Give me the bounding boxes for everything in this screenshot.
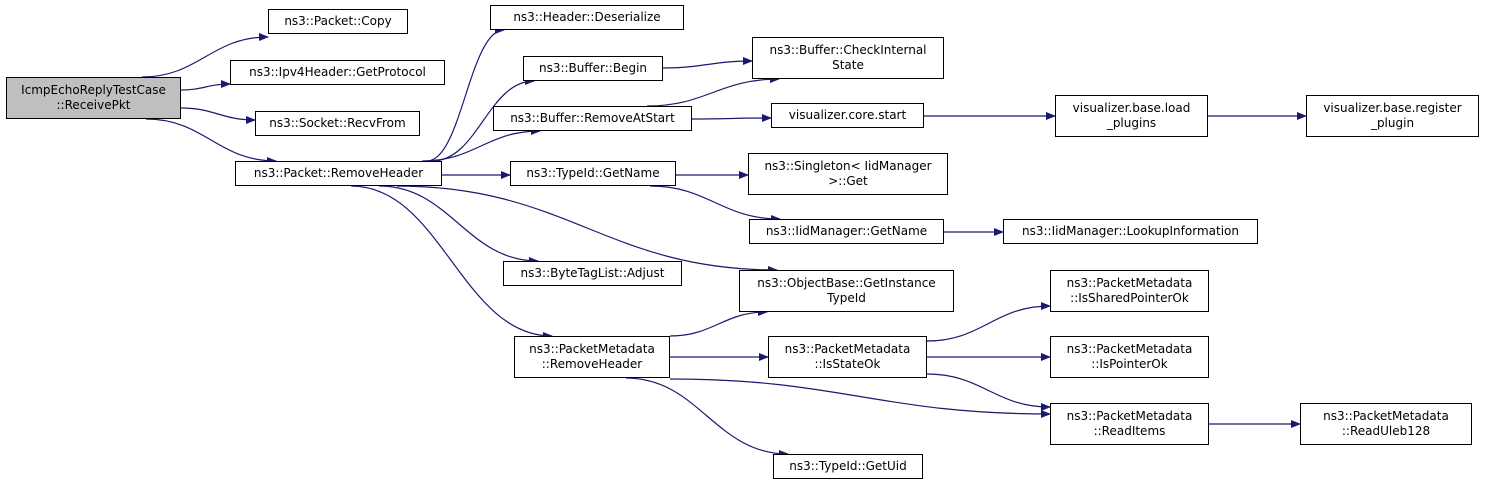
- edge-pmremove-to-getuid: [625, 377, 789, 458]
- node-label: visualizer.base.register _plugin: [1323, 101, 1462, 130]
- node-packetmetadata-readitems[interactable]: ns3::PacketMetadata ::ReadItems: [1050, 403, 1209, 445]
- node-label: ns3::IidManager::LookupInformation: [1022, 224, 1239, 238]
- node-iidmanager-getname[interactable]: ns3::IidManager::GetName: [749, 219, 944, 244]
- node-label: ns3::Ipv4Header::GetProtocol: [249, 65, 426, 79]
- node-packetmetadata-issharedpointerok[interactable]: ns3::PacketMetadata ::IsSharedPointerOk: [1050, 270, 1209, 312]
- node-label: visualizer.base.load _plugins: [1072, 101, 1191, 130]
- node-label: ns3::Singleton< IidManager >::Get: [764, 159, 932, 188]
- edge-root-to-copy: [141, 33, 269, 78]
- node-buffer-removeatstart[interactable]: ns3::Buffer::RemoveAtStart: [493, 106, 692, 131]
- node-label: ns3::Socket::RecvFrom: [269, 116, 406, 130]
- node-iidmanager-lookupinformation[interactable]: ns3::IidManager::LookupInformation: [1003, 219, 1258, 244]
- node-label: ns3::IidManager::GetName: [765, 224, 928, 238]
- node-getprotocol[interactable]: ns3::Ipv4Header::GetProtocol: [230, 60, 445, 85]
- node-bytetaglist-adjust[interactable]: ns3::ByteTagList::Adjust: [503, 261, 682, 286]
- node-packetmetadata-isstateok[interactable]: ns3::PacketMetadata ::IsStateOk: [768, 336, 927, 378]
- edge-root-to-removeheader: [145, 118, 277, 165]
- node-label: ns3::Header::Deserialize: [513, 10, 661, 24]
- node-label: ns3::PacketMetadata ::ReadItems: [1066, 409, 1193, 438]
- node-label: ns3::Packet::RemoveHeader: [253, 166, 424, 180]
- node-visualizer-base-loadplugins[interactable]: visualizer.base.load _plugins: [1055, 95, 1208, 137]
- edge-isstateok-to-readitems: [926, 373, 1051, 411]
- node-label: ns3::Buffer::RemoveAtStart: [510, 111, 675, 125]
- node-label: visualizer.core.start: [788, 108, 907, 122]
- node-singleton-get[interactable]: ns3::Singleton< IidManager >::Get: [748, 153, 948, 195]
- node-label: ns3::PacketMetadata ::ReadUleb128: [1323, 409, 1449, 438]
- edge-isstateok-to-issharedptr: [926, 302, 1051, 342]
- node-label: ns3::PacketMetadata ::RemoveHeader: [529, 342, 655, 371]
- node-root-receivepkt: IcmpEchoReplyTestCase ::ReceivePkt: [6, 77, 181, 119]
- node-label: ns3::Buffer::Begin: [538, 61, 648, 75]
- node-label: ns3::Packet::Copy: [284, 14, 392, 28]
- node-label: ns3::ObjectBase::GetInstance TypeId: [757, 276, 936, 305]
- edge-removeheader-to-removeatstart: [421, 127, 541, 162]
- edge-removeheader-to-begin: [431, 77, 535, 162]
- node-visualizer-core-start[interactable]: visualizer.core.start: [771, 103, 924, 128]
- node-packetmetadata-ispointerok[interactable]: ns3::PacketMetadata ::IsPointerOk: [1050, 336, 1209, 378]
- edge-pmremove-to-readitems: [669, 378, 1051, 418]
- node-label: ns3::PacketMetadata ::IsPointerOk: [1066, 342, 1193, 371]
- edge-removeheader-to-pmremove: [350, 185, 553, 340]
- node-visualizer-base-registerplugin[interactable]: visualizer.base.register _plugin: [1306, 95, 1479, 137]
- edge-begin-to-checkinternal: [662, 57, 753, 69]
- node-label: ns3::PacketMetadata ::IsStateOk: [784, 342, 911, 371]
- edge-getname-to-iidgetname: [649, 185, 781, 223]
- node-typeid-getuid[interactable]: ns3::TypeId::GetUid: [773, 454, 923, 479]
- node-label: ns3::TypeId::GetUid: [789, 459, 907, 473]
- node-copy[interactable]: ns3::Packet::Copy: [268, 9, 408, 34]
- node-packetmetadata-readuleb128[interactable]: ns3::PacketMetadata ::ReadUleb128: [1300, 403, 1472, 445]
- edge-removeheader-to-adjust: [378, 185, 539, 265]
- edge-removeheader-to-instancetypeid: [396, 185, 778, 274]
- node-label: IcmpEchoReplyTestCase ::ReceivePkt: [21, 83, 166, 112]
- edge-root-to-getproto: [180, 80, 231, 91]
- node-buffer-begin[interactable]: ns3::Buffer::Begin: [523, 56, 663, 81]
- node-objectbase-getinstancetypeid[interactable]: ns3::ObjectBase::GetInstance TypeId: [739, 270, 954, 312]
- node-typeid-getname[interactable]: ns3::TypeId::GetName: [510, 161, 676, 186]
- node-label: ns3::ByteTagList::Adjust: [520, 266, 665, 280]
- node-header-deserialize[interactable]: ns3::Header::Deserialize: [490, 5, 684, 30]
- edge-root-to-recvfrom: [180, 107, 256, 124]
- node-label: ns3::TypeId::GetName: [526, 166, 660, 180]
- edge-removeatstart-to-checkinternal: [646, 75, 780, 107]
- node-label: ns3::Buffer::CheckInternal State: [769, 43, 927, 72]
- edge-pmremove-to-instancetypeid: [669, 308, 768, 337]
- edge-removeheader-to-deserialize: [426, 26, 505, 162]
- node-buffer-checkinternalstate[interactable]: ns3::Buffer::CheckInternal State: [752, 37, 944, 79]
- node-packetmetadata-removeheader[interactable]: ns3::PacketMetadata ::RemoveHeader: [514, 336, 670, 378]
- node-recvfrom[interactable]: ns3::Socket::RecvFrom: [255, 111, 420, 136]
- edge-removeatstart-to-vizstart: [691, 114, 772, 123]
- node-packet-removeheader[interactable]: ns3::Packet::RemoveHeader: [235, 161, 442, 186]
- node-label: ns3::PacketMetadata ::IsSharedPointerOk: [1066, 276, 1193, 305]
